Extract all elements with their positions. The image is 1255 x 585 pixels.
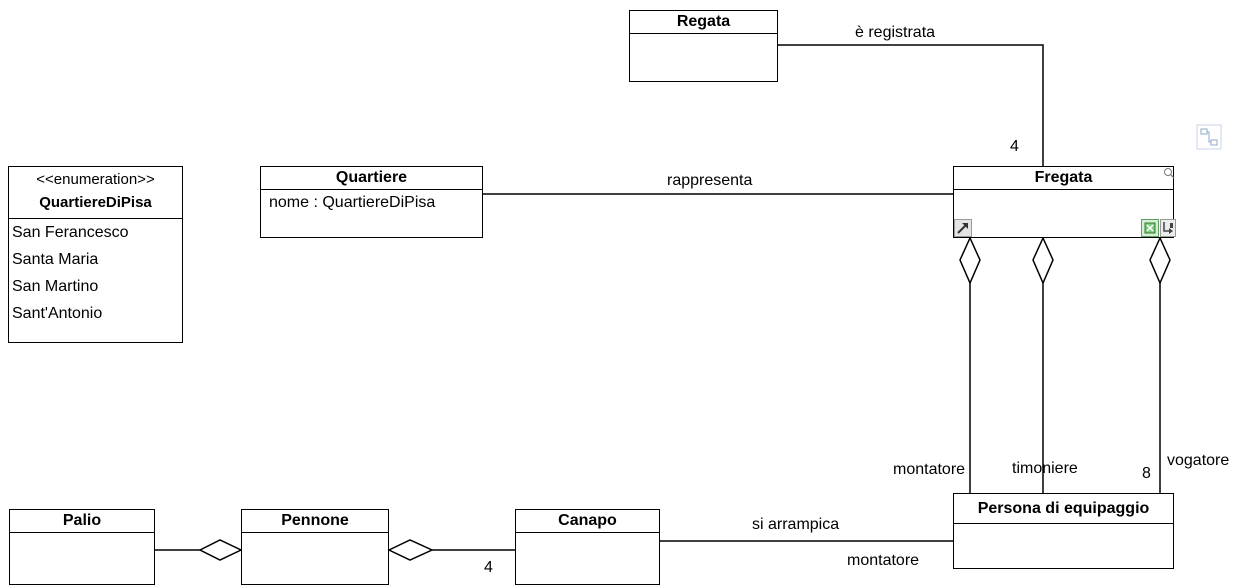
- class-pennone[interactable]: Pennone: [241, 509, 389, 585]
- aggregation-diamond-pennone: [387, 539, 434, 561]
- class-palio-name: Palio: [10, 510, 154, 533]
- aggregation-diamond-vogatore: [1149, 236, 1171, 285]
- attach-icon[interactable]: [1160, 219, 1176, 237]
- label-si-arrampica: si arrampica: [752, 516, 840, 533]
- label-rappresenta: rappresenta: [667, 172, 753, 189]
- expand-icon[interactable]: [1141, 219, 1159, 237]
- role-montatore-fregata: montatore: [893, 461, 966, 478]
- enumeration-quartieredipisa[interactable]: <<enumeration>> QuartiereDiPisa San Fera…: [8, 166, 183, 343]
- class-fregata-name: Fregata: [954, 167, 1173, 190]
- multiplicity-vogatore: 8: [1142, 465, 1151, 482]
- arrow-icon[interactable]: [954, 219, 972, 237]
- enumeration-name: QuartiereDiPisa: [39, 194, 152, 211]
- class-palio[interactable]: Palio: [9, 509, 155, 585]
- class-pennone-name: Pennone: [242, 510, 388, 533]
- class-regata[interactable]: Regata: [629, 10, 778, 82]
- multiplicity-pennone-canapo: 4: [484, 559, 493, 576]
- class-persona-name: Persona di equipaggio: [954, 494, 1173, 524]
- class-canapo-name: Canapo: [516, 510, 659, 533]
- enum-literal: San Ferancesco: [12, 224, 129, 241]
- edge-registrata: [778, 44, 1044, 167]
- class-fregata[interactable]: Fregata: [953, 166, 1174, 238]
- role-vogatore: vogatore: [1167, 452, 1230, 469]
- enumeration-header: <<enumeration>> QuartiereDiPisa: [9, 167, 182, 219]
- enum-literal: Santa Maria: [12, 251, 99, 268]
- class-regata-name: Regata: [630, 11, 777, 34]
- class-quartiere-name: Quartiere: [261, 167, 482, 190]
- route-icon[interactable]: [1196, 124, 1222, 150]
- role-timoniere: timoniere: [1012, 460, 1078, 477]
- class-quartiere[interactable]: Quartiere nome : QuartiereDiPisa: [260, 166, 483, 238]
- zoom-icon[interactable]: [1163, 166, 1175, 179]
- enum-literal: San Martino: [12, 278, 99, 295]
- multiplicity-registrata: 4: [1010, 138, 1019, 155]
- role-montatore-canapo: montatore: [847, 552, 920, 569]
- label-e-registrata: è registrata: [855, 24, 936, 41]
- enumeration-stereotype: <<enumeration>>: [36, 171, 155, 188]
- enum-literal: Sant'Antonio: [12, 305, 103, 322]
- aggregation-diamond-montatore: [959, 236, 981, 285]
- aggregation-diamond-timoniere: [1032, 236, 1054, 285]
- class-canapo[interactable]: Canapo: [515, 509, 660, 585]
- aggregation-diamond-palio: [198, 539, 243, 561]
- class-persona-di-equipaggio[interactable]: Persona di equipaggio: [953, 493, 1174, 569]
- attribute-nome: nome : QuartiereDiPisa: [269, 194, 436, 211]
